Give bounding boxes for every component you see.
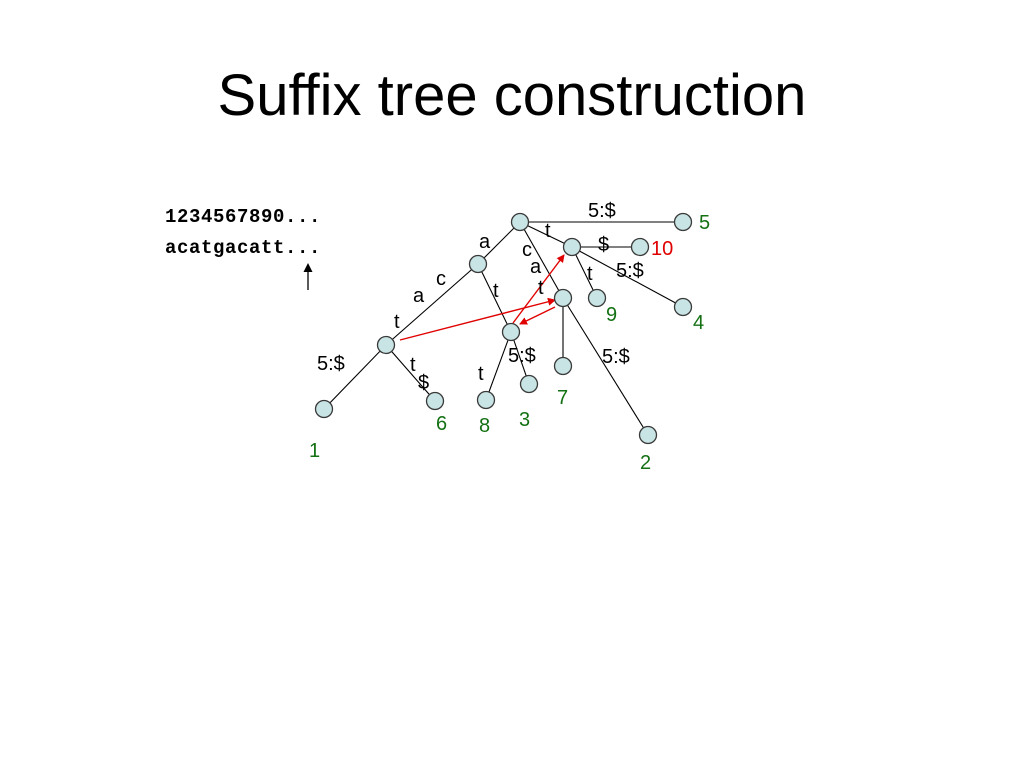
node-leaf-1 <box>314 399 334 419</box>
edge-label: t <box>394 311 400 333</box>
edge-a-to-at <box>477 263 512 333</box>
edge-cat-to-leaf9 <box>571 246 598 299</box>
node-leaf-10 <box>630 237 650 257</box>
edge-label: c <box>436 268 446 290</box>
suffix-link-t-to-at <box>519 306 556 325</box>
edge-labels: a c a t 5:$ t $ 5:$ t c a t $ 5:$ t t 5:… <box>317 200 644 394</box>
node-leaf-6 <box>425 391 445 411</box>
leaf-label: 3 <box>519 409 530 431</box>
edge-root-to-cat <box>519 221 573 248</box>
edge-label: 5:$ <box>317 353 345 375</box>
tree-nodes <box>314 212 693 445</box>
node-a <box>468 254 488 274</box>
edge-acat-to-leaf1 <box>323 344 387 410</box>
node-leaf-7 <box>553 356 573 376</box>
suffix-link-acat-to-t <box>399 297 556 341</box>
node-leaf-9 <box>587 288 607 308</box>
leaf-label: 8 <box>479 415 490 437</box>
edge-label: $ <box>418 372 429 394</box>
edge-at-to-leaf3 <box>510 331 530 385</box>
node-leaf-4 <box>673 297 693 317</box>
node-leaf-2 <box>638 425 658 445</box>
edge-root-to-t <box>519 221 564 299</box>
edge-at-to-leaf8 <box>485 331 512 401</box>
edge-t-to-leaf2 <box>562 297 649 436</box>
edge-label: $ <box>598 234 609 256</box>
edge-label: t <box>478 363 484 385</box>
tree-edges <box>323 221 684 436</box>
sequence-char-line: acatgacatt... <box>165 237 322 259</box>
edge-label: t <box>410 354 416 376</box>
edge-label: 5:$ <box>508 345 536 367</box>
node-leaf-8 <box>476 390 496 410</box>
edge-label: 5:$ <box>588 200 616 222</box>
edge-label: t <box>545 220 551 242</box>
sequence-index-line: 1234567890... <box>165 206 322 228</box>
edge-label: a <box>479 231 491 253</box>
leaf-label: 2 <box>640 452 651 474</box>
edge-acat-to-leaf6 <box>385 344 436 402</box>
edge-label: t <box>538 277 544 299</box>
leaf-label: 4 <box>693 312 704 334</box>
leaf-labels: 1 6 8 3 7 9 4 5 10 2 <box>309 212 710 474</box>
leaf-label: 5 <box>699 212 710 234</box>
slide-title: Suffix tree construction <box>217 63 807 128</box>
edge-label: c <box>522 239 532 261</box>
leaf-label: 10 <box>651 238 673 260</box>
node-at <box>501 322 521 342</box>
leaf-label: 6 <box>436 413 447 435</box>
edge-cat-to-leaf4 <box>571 246 684 308</box>
leaf-label: 1 <box>309 440 320 462</box>
node-leaf-5 <box>673 212 693 232</box>
pointer-arrowhead <box>303 263 313 272</box>
suffix-link-at-to-cat <box>512 254 565 324</box>
edge-a-to-acat <box>385 263 479 346</box>
edge-label: t <box>493 280 499 302</box>
edge-root-to-a <box>477 221 521 265</box>
suffix-links <box>399 254 565 341</box>
edge-label: 5:$ <box>616 260 644 282</box>
node-root <box>510 212 530 232</box>
leaf-label: 7 <box>557 387 568 409</box>
node-cat <box>562 237 582 257</box>
node-t <box>553 288 573 308</box>
edge-label: a <box>530 256 542 278</box>
node-leaf-3 <box>519 374 539 394</box>
edge-label: 5:$ <box>602 346 630 368</box>
edge-label: a <box>413 285 425 307</box>
node-acat <box>376 335 396 355</box>
leaf-label: 9 <box>606 304 617 326</box>
edge-label: t <box>587 263 593 285</box>
